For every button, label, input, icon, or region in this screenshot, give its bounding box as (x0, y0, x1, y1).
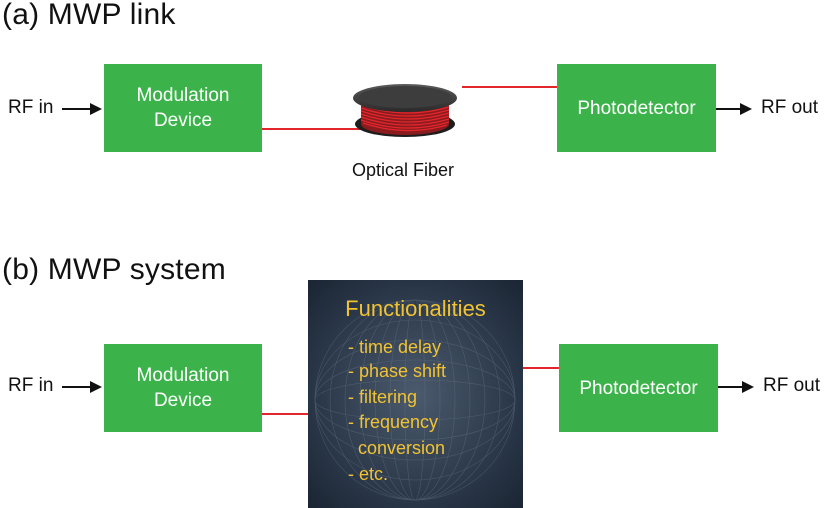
link-modulation-label-line2: Device (153, 110, 213, 131)
functionality-item: - phase shift (348, 361, 447, 381)
system-modulation-device-box: Modulation Device (104, 344, 262, 432)
system-rf-out-label: RF out (763, 375, 821, 396)
functionalities-box: Functionalities - time delay - phase shi… (308, 280, 523, 508)
link-rf-in-arrow-line (62, 108, 92, 110)
system-rf-in-arrow-line (62, 386, 92, 388)
system-modulation-label-line2: Device (153, 390, 213, 411)
system-rf-out-arrow-line (718, 386, 744, 388)
link-rf-out-arrow-head (740, 103, 752, 115)
link-title: (a) MWP link (2, 0, 176, 31)
link-wire-mod-to-fiber (262, 128, 362, 130)
functionality-item: - frequency (348, 412, 439, 432)
link-modulation-label-line1: Modulation (136, 85, 230, 106)
functionality-item: - filtering (348, 387, 418, 407)
system-photodetector-box: Photodetector (559, 344, 718, 432)
functionality-item: - etc. (348, 464, 389, 484)
system-rf-in-arrow-head (90, 381, 102, 393)
system-rf-in-label: RF in (8, 375, 54, 396)
optical-fiber-spool-icon (353, 84, 457, 137)
link-rf-out-arrow-line (716, 108, 742, 110)
system-photodetector-label: Photodetector (579, 377, 698, 399)
system-wire-functionalities-to-pd (523, 367, 559, 369)
functionality-item: - time delay (348, 337, 442, 357)
link-rf-out-label: RF out (761, 97, 819, 118)
system-title: (b) MWP system (2, 253, 226, 286)
system-wire-mod-to-functionalities (262, 413, 308, 415)
system-modulation-label-line1: Modulation (136, 365, 230, 386)
functionalities-background (308, 280, 523, 508)
system-rf-out-arrow-head (742, 381, 754, 393)
link-photodetector-box: Photodetector (557, 64, 716, 152)
link-rf-in-label: RF in (8, 97, 54, 118)
link-wire-fiber-to-pd (462, 86, 558, 88)
optical-fiber-caption: Optical Fiber (352, 160, 455, 180)
link-rf-in-arrow-head (90, 103, 102, 115)
functionality-item: conversion (348, 438, 446, 458)
functionalities-title: Functionalities (345, 296, 486, 321)
link-modulation-device-box: Modulation Device (104, 64, 262, 152)
link-photodetector-label: Photodetector (577, 97, 696, 119)
